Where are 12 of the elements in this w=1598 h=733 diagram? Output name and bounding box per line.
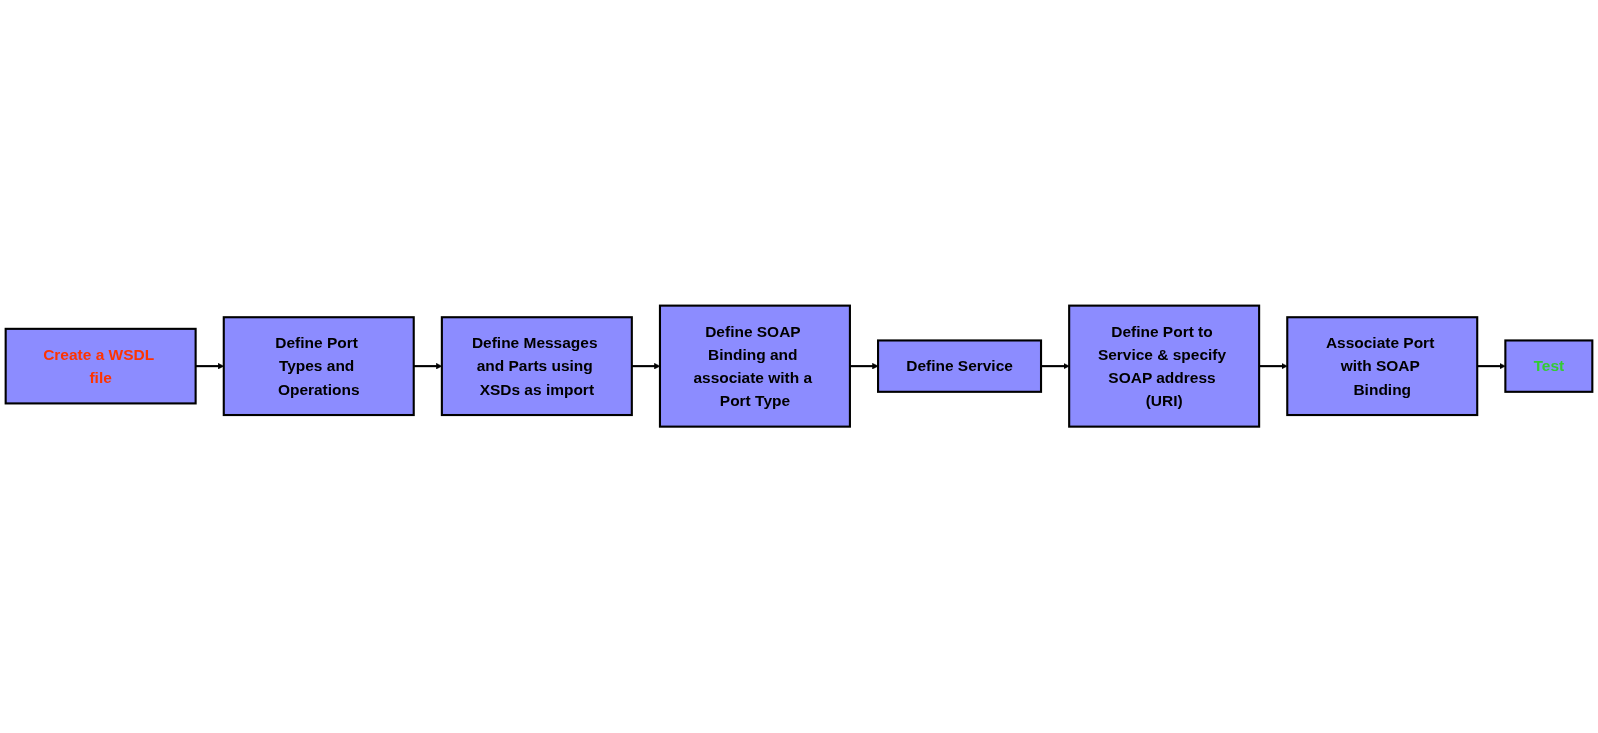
arrow — [1041, 363, 1070, 370]
node-box: Define Port Types and Operations — [222, 316, 415, 417]
node-box: Define Port to Service & specify SOAP address (URI) — [1068, 304, 1261, 429]
node-box: Define SOAP Binding and associate with a Port Type — [658, 304, 851, 429]
node-box: Associate Port with SOAP Binding — [1286, 316, 1479, 417]
arrow — [1477, 363, 1506, 370]
node-box: Define Messages and Parts using XSDs as import — [440, 316, 633, 417]
arrow — [849, 363, 879, 370]
node-box: Test — [1504, 339, 1594, 394]
node-box: Define Service — [877, 339, 1043, 394]
node-box: Create a WSDL file — [4, 328, 197, 405]
arrow — [1259, 363, 1288, 370]
